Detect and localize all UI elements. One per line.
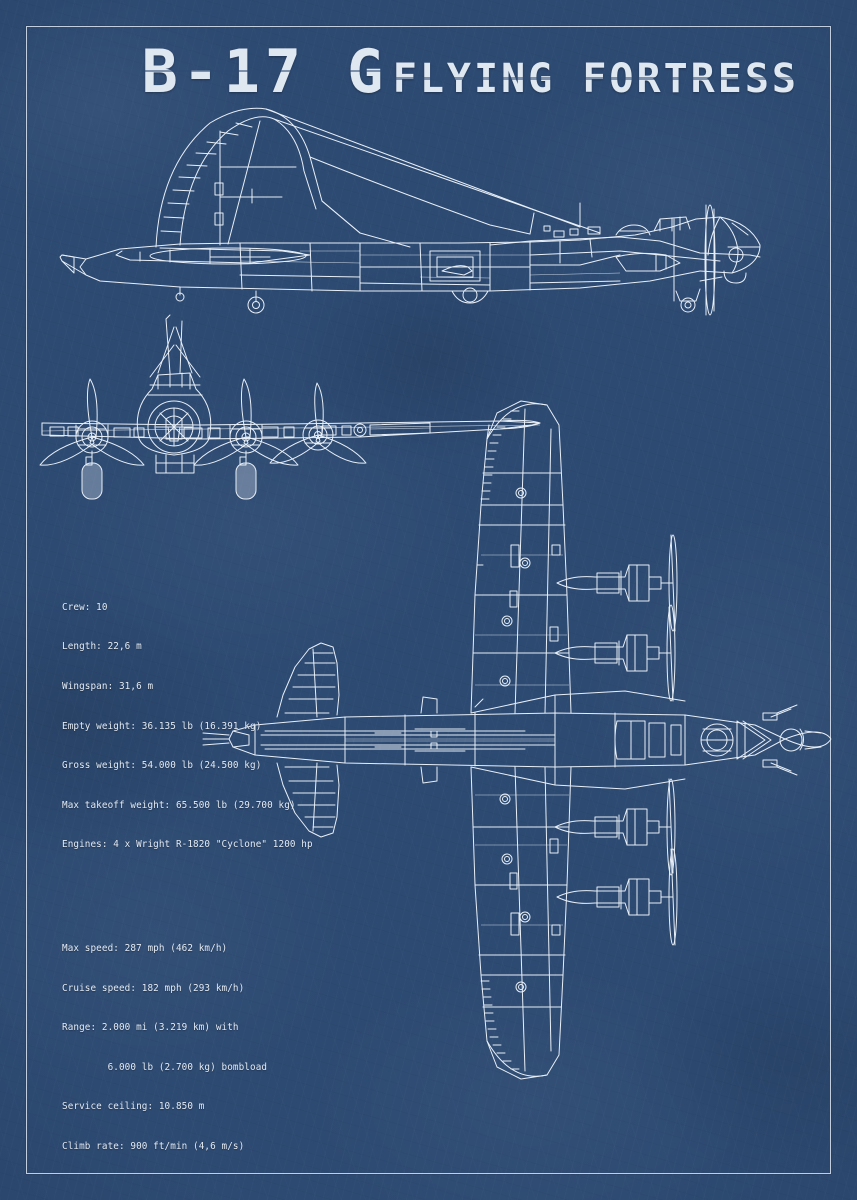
- spec-line: Gross weight: 54.000 lb (24.500 kg): [62, 760, 262, 772]
- specifications-text: Crew: 10 Length: 22,6 m Wingspan: 31,6 m…: [62, 548, 330, 1200]
- poster-title: B-17 G FLYING FORTRESS: [141, 37, 800, 107]
- spec-line: Service ceiling: 10.850 m: [62, 1101, 205, 1113]
- title-name: FLYING FORTRESS: [392, 56, 800, 102]
- spec-line: 6.000 lb (2.700 kg) bombload: [62, 1061, 268, 1073]
- spec-line: Climb rate: 900 ft/min (4,6 m/s): [62, 1140, 245, 1152]
- spec-block-performance: Max speed: 287 mph (462 km/h) Cruise spe…: [62, 915, 330, 1179]
- spec-line: Max speed: 287 mph (462 km/h): [62, 942, 228, 954]
- spec-block-dimensions: Crew: 10 Length: 22,6 m Wingspan: 31,6 m…: [62, 574, 330, 878]
- spec-line: Empty weight: 36.135 lb (16.391 kg): [62, 720, 262, 732]
- spec-line: Length: 22,6 m: [62, 641, 142, 653]
- spec-line: Wingspan: 31,6 m: [62, 681, 154, 693]
- spec-line: Cruise speed: 182 mph (293 km/h): [62, 982, 245, 994]
- spec-line: Engines: 4 x Wright R-1820 "Cyclone" 120…: [62, 839, 313, 851]
- front-elevation-view: [39, 314, 541, 500]
- spec-line: Crew: 10: [62, 601, 108, 613]
- side-elevation-view: [59, 107, 761, 316]
- spec-line: Range: 2.000 mi (3.219 km) with: [62, 1022, 239, 1034]
- top-plan-view: [202, 400, 832, 1080]
- title-model: B-17 G: [141, 37, 389, 107]
- spec-line: Max takeoff weight: 65.500 lb (29.700 kg…: [62, 799, 296, 811]
